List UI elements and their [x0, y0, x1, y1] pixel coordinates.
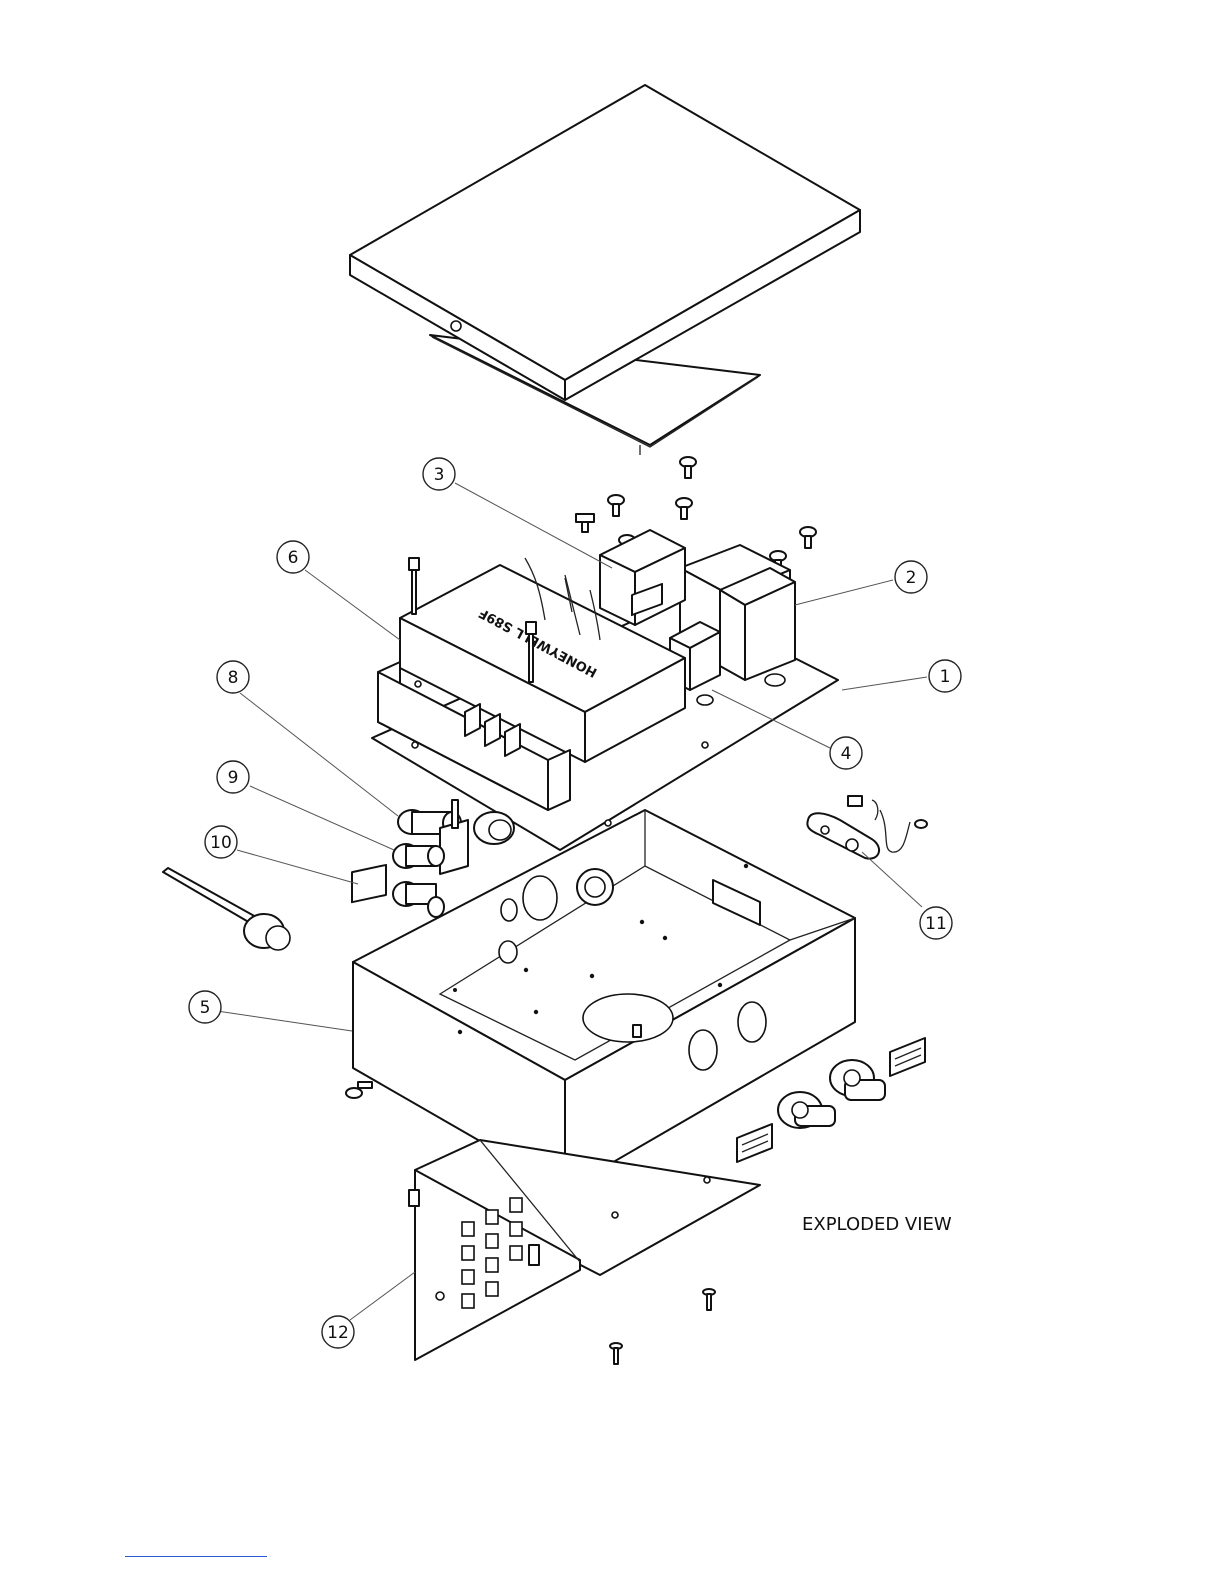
callout-9: 9: [217, 761, 249, 793]
callout-12: 12: [322, 1316, 354, 1348]
svg-text:3: 3: [434, 465, 445, 485]
callout-5: 5: [189, 991, 221, 1023]
conduit-connectors: [778, 1060, 885, 1128]
callout-6: 6: [277, 541, 309, 573]
svg-text:8: 8: [228, 668, 239, 688]
callout-2: 2: [895, 561, 927, 593]
callout-3: 3: [423, 458, 455, 490]
svg-text:5: 5: [200, 998, 211, 1018]
svg-text:4: 4: [841, 744, 852, 764]
footer-rule: [125, 1556, 267, 1557]
callout-11: 11: [920, 907, 952, 939]
bracket-screws: [610, 1289, 715, 1364]
svg-text:10: 10: [210, 833, 232, 853]
svg-text:1: 1: [940, 667, 951, 687]
callout-4: 4: [830, 737, 862, 769]
top-cover: [350, 85, 860, 455]
callout-1: 1: [929, 660, 961, 692]
svg-text:6: 6: [288, 548, 299, 568]
callout-8: 8: [217, 661, 249, 693]
diagram-caption: EXPLODED VIEW: [802, 1214, 952, 1235]
svg-text:12: 12: [327, 1323, 349, 1343]
grounding-lug: [807, 796, 927, 859]
mounting-bracket: [409, 1140, 760, 1360]
callout-10: 10: [205, 826, 237, 858]
nut-fitting: [352, 865, 444, 917]
sensor-probe: [163, 868, 290, 950]
orifice-fitting: [393, 844, 444, 868]
svg-text:9: 9: [228, 768, 239, 788]
svg-text:2: 2: [906, 568, 917, 588]
ground-screw: [346, 1082, 372, 1098]
svg-text:11: 11: [925, 914, 947, 934]
